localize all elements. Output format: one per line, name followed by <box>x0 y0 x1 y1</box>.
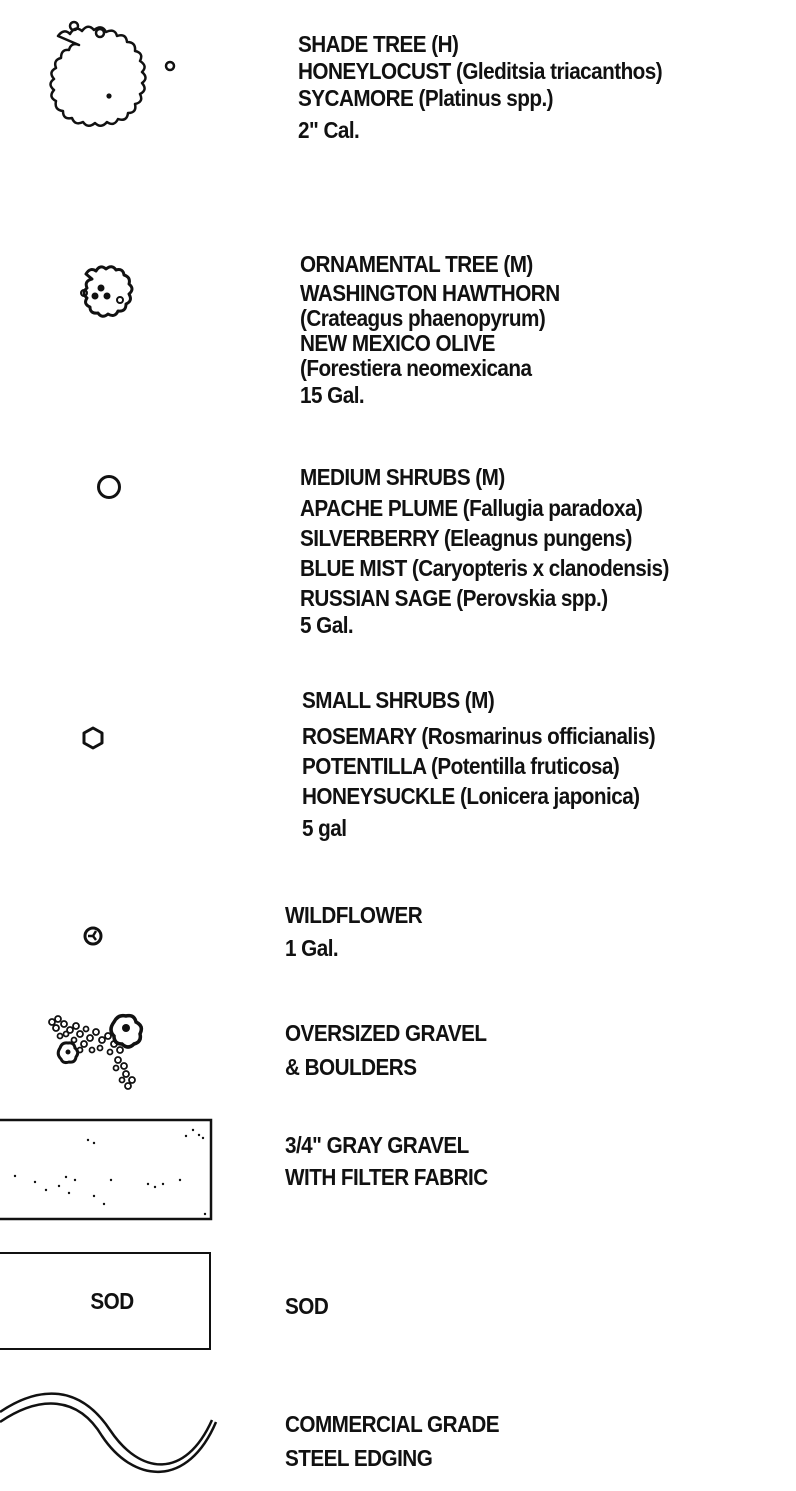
legend-line: (Crateagus phaenopyrum) <box>300 305 546 331</box>
legend-line: BLUE MIST (Caryopteris x clanodensis) <box>300 555 669 581</box>
legend-line: (Forestiera neomexicana <box>300 355 532 381</box>
sod-box-icon: SOD <box>0 1252 211 1350</box>
legend-item-sod: SOD <box>285 1293 329 1320</box>
legend-item-shade-tree: SHADE TREE (H) HONEYLOCUST (Gleditsia tr… <box>298 31 663 144</box>
legend-item-wildflower: WILDFLOWER 1 Gal. <box>285 902 423 962</box>
legend-line: SMALL SHRUBS (M) <box>302 687 495 713</box>
legend-line: WASHINGTON HAWTHORN <box>300 280 560 306</box>
boulders-icon <box>48 1013 144 1090</box>
small-shrub-icon <box>82 726 104 750</box>
legend-line: 5 Gal. <box>300 612 354 638</box>
legend-line: WITH FILTER FABRIC <box>285 1164 488 1190</box>
legend-line: SHADE TREE (H) <box>298 31 459 57</box>
legend-line: STEEL EDGING <box>285 1445 433 1471</box>
wildflower-icon <box>83 926 103 946</box>
legend-line: POTENTILLA (Potentilla fruticosa) <box>302 753 620 779</box>
legend-line: & BOULDERS <box>285 1054 417 1080</box>
legend-line: COMMERCIAL GRADE <box>285 1411 500 1437</box>
legend-line: ROSEMARY (Rosmarinus officianalis) <box>302 723 656 749</box>
shade-tree-icon <box>49 20 176 127</box>
legend-line: 2" Cal. <box>298 117 360 143</box>
legend-item-medium-shrubs: MEDIUM SHRUBS (M) APACHE PLUME (Fallugia… <box>300 464 669 639</box>
legend-line: SYCAMORE (Platinus spp.) <box>298 85 554 111</box>
sod-box-label: SOD <box>90 1287 135 1314</box>
ornamental-tree-icon <box>80 265 134 318</box>
legend-line: MEDIUM SHRUBS (M) <box>300 464 505 490</box>
legend-line: 1 Gal. <box>285 935 339 961</box>
legend-line: OVERSIZED GRAVEL <box>285 1020 487 1046</box>
legend-line: SILVERBERRY (Eleagnus pungens) <box>300 525 632 551</box>
legend-line: 5 gal <box>302 815 347 841</box>
legend-item-small-shrubs: SMALL SHRUBS (M) ROSEMARY (Rosmarinus of… <box>302 687 656 842</box>
legend-item-oversized-gravel: OVERSIZED GRAVEL & BOULDERS <box>285 1020 487 1081</box>
legend-line: RUSSIAN SAGE (Perovskia spp.) <box>300 585 608 611</box>
legend-line: 3/4" GRAY GRAVEL <box>285 1132 469 1158</box>
legend-item-steel-edging: COMMERCIAL GRADE STEEL EDGING <box>285 1411 500 1472</box>
legend-line: WILDFLOWER <box>285 902 423 928</box>
legend-line: 15 Gal. <box>300 382 365 408</box>
legend-line: SOD <box>285 1293 329 1319</box>
legend-line: APACHE PLUME (Fallugia paradoxa) <box>300 495 643 521</box>
legend-line: NEW MEXICO OLIVE <box>300 330 495 356</box>
legend-line: HONEYLOCUST (Gleditsia triacanthos) <box>298 58 663 84</box>
legend-item-gray-gravel: 3/4" GRAY GRAVEL WITH FILTER FABRIC <box>285 1132 488 1191</box>
legend-item-ornamental-tree: ORNAMENTAL TREE (M) WASHINGTON HAWTHORN … <box>300 251 560 410</box>
legend-line: ORNAMENTAL TREE (M) <box>300 251 533 277</box>
legend-line: HONEYSUCKLE (Lonicera japonica) <box>302 783 640 809</box>
medium-shrub-icon <box>97 475 121 499</box>
gravel-box-icon <box>0 1118 213 1221</box>
steel-edging-icon <box>0 1392 218 1473</box>
